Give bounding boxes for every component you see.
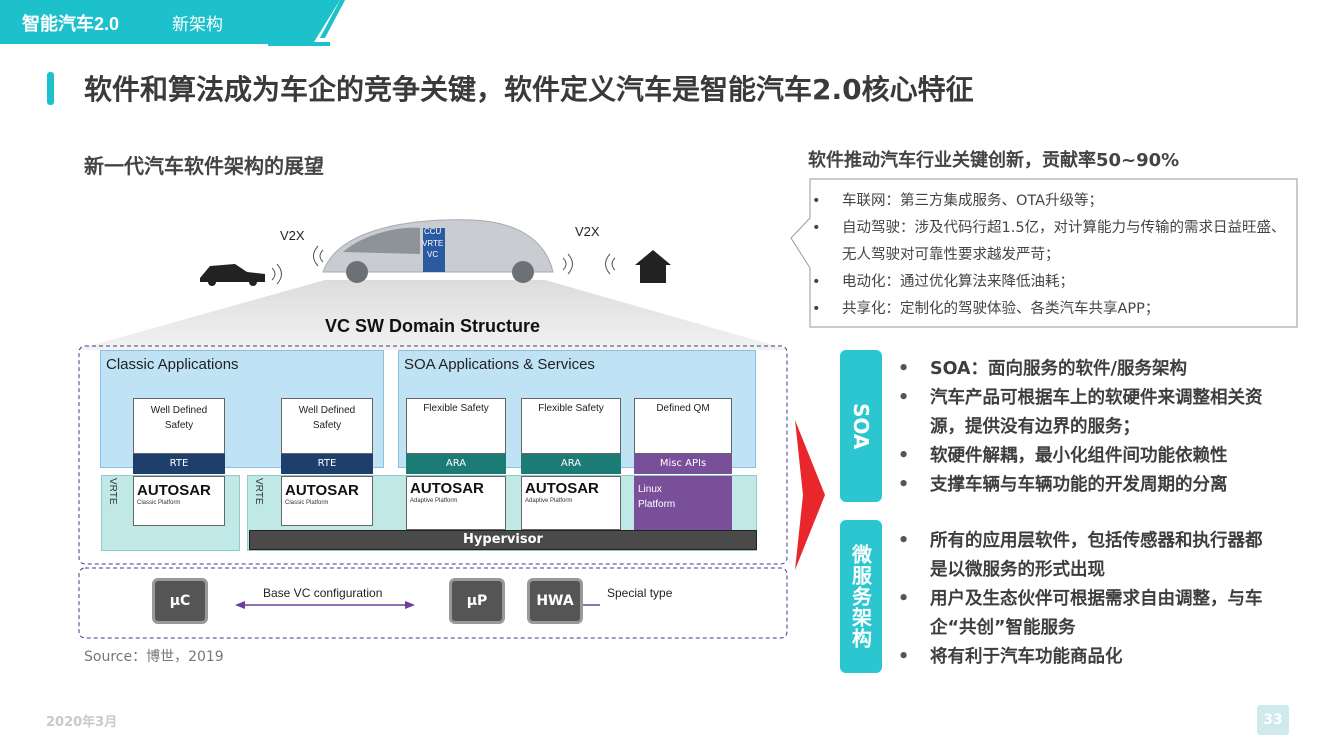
soa-apps-label: SOA Applications & Services [404,356,595,373]
footer-date: 2020年3月 [46,715,118,730]
app-box [281,398,373,454]
chip-uc: µC [155,581,205,621]
header-section: 新架构 [172,15,223,35]
runtime-bar: ARA [406,454,506,474]
app-name: Flexible Safety [538,403,604,414]
callout-item: 共享化：定制化的驾驶体验、各类汽车共享APP； [812,296,1292,323]
chip-up: µP [452,581,502,621]
soa-pill-label: SOA [849,402,873,450]
app-name: Well Defined Safety [150,405,208,431]
v2x-label-right: V2X [575,224,600,239]
projection-shape [75,219,790,639]
right-subtitle: 软件推动汽车行业关键创新，贡献率50~90% [808,150,1180,171]
platform-name: AUTOSAR [525,480,599,497]
source-note: Source：博世，2019 [84,649,224,665]
car-label-vrte: VRTE [422,239,444,248]
red-arrow [795,420,825,570]
micro-pill: 微服务架构 [840,520,882,673]
soa-pill: SOA [840,350,882,502]
runtime-bar: RTE [281,454,373,474]
micro-item: 将有利于汽车功能商品化 [894,643,1279,672]
architecture-diagram: V2X V2X CCU VRTE VC VC SW Domain Structu… [75,210,790,680]
platform-sub: Adaptive Platform [410,498,458,504]
chip-hwa: HWA [530,581,580,621]
platform-name: AUTOSAR [285,482,359,499]
soa-list: SOA：面向服务的软件/服务架构 汽车产品可根据车上的软硬件来调整相关资源，提供… [894,355,1279,500]
title-accent-bar [47,72,54,105]
runtime-bar: ARA [521,454,621,474]
micro-pill-label: 微服务架构 [848,544,873,649]
header-brand: 智能汽车2.0 [22,14,120,34]
classic-apps-label: Classic Applications [106,356,239,373]
app-name: Defined QM [656,403,710,414]
runtime-bar: Misc APIs [634,454,732,474]
app-box [634,398,732,454]
v2x-label-left: V2X [280,228,305,243]
header-tab [0,0,340,44]
soa-item: 软硬件解耦，最小化组件间功能依赖性 [894,442,1279,471]
header-underline [268,42,330,46]
platform-name: Linux Platform [638,484,676,510]
micro-list: 所有的应用层软件，包括传感器和执行器都是以微服务的形式出现 用户及生态伙伴可根据… [894,527,1279,672]
platform-sub: Adaptive Platform [525,498,573,504]
hypervisor-bar: Hypervisor [249,530,757,550]
runtime-bar: RTE [133,454,225,474]
callout-item: 车联网：第三方集成服务、OTA升级等； [812,188,1292,215]
platform-box [406,476,506,530]
left-subtitle: 新一代汽车软件架构的展望 [84,154,324,178]
vrte-label: VRTE [253,478,264,505]
platform-sub: Classic Platform [137,500,181,506]
special-type-label: Special type [607,586,673,600]
soa-item: 支撑车辆与车辆功能的开发周期的分离 [894,471,1279,500]
micro-item: 所有的应用层软件，包括传感器和执行器都是以微服务的形式出现 [894,527,1279,585]
platform-box [281,476,373,526]
app-name: Flexible Safety [423,403,489,414]
domain-structure-title: VC SW Domain Structure [325,316,541,336]
app-name: Well Defined Safety [298,405,356,431]
vrte-label: VRTE [107,478,118,505]
platform-name: AUTOSAR [410,480,484,497]
platform-sub: Classic Platform [285,500,329,506]
car-label-vc: VC [427,250,439,259]
app-box [406,398,506,454]
micro-item: 用户及生态伙伴可根据需求自由调整，与车企“共创”智能服务 [894,585,1279,643]
platform-box [634,476,732,530]
callout-item: 自动驾驶：涉及代码行超1.5亿，对计算能力与传输的需求日益旺盛、无人驾驶对可靠性… [812,215,1292,269]
platform-box [133,476,225,526]
car-label-ccu: CCU [424,227,442,236]
app-box [521,398,621,454]
platform-box [521,476,621,530]
page-title: 软件和算法成为车企的竞争关键，软件定义汽车是智能汽车2.0核心特征 [84,73,974,106]
callout-item: 电动化：通过优化算法来降低油耗； [812,269,1292,296]
page-number: 33 [1257,705,1289,735]
soa-item: SOA：面向服务的软件/服务架构 [894,355,1279,384]
platform-name: AUTOSAR [137,482,211,499]
base-config-label: Base VC configuration [263,586,383,600]
callout-list: 车联网：第三方集成服务、OTA升级等； 自动驾驶：涉及代码行超1.5亿，对计算能… [812,188,1292,323]
soa-item: 汽车产品可根据车上的软硬件来调整相关资源，提供没有边界的服务； [894,384,1279,442]
app-box [133,398,225,454]
